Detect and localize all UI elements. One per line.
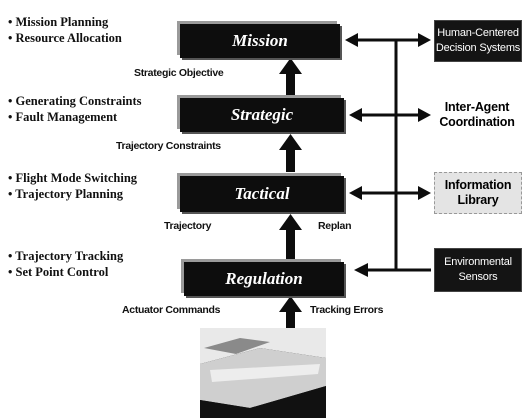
arrow-tactical-to-strategic bbox=[279, 134, 302, 172]
box-line: Human-Centered bbox=[437, 27, 519, 39]
level-box-mission: Mission bbox=[180, 24, 340, 58]
double-arrow-tactical bbox=[349, 186, 431, 200]
bullet-item: • Trajectory Tracking bbox=[8, 249, 124, 263]
arrow-process-to-regulation bbox=[279, 296, 302, 330]
box-line: Sensors bbox=[458, 271, 498, 283]
label-strategic-objective: Strategic Objective bbox=[134, 67, 224, 79]
level-title: Strategic bbox=[230, 105, 294, 124]
regulation-bullets: • Trajectory Tracking • Set Point Contro… bbox=[8, 248, 123, 280]
box-inter-agent-coordination: Inter-Agent Coordination bbox=[434, 96, 520, 134]
strategic-bullets: • Generating Constraints • Fault Managem… bbox=[8, 93, 142, 125]
box-line: Decision Systems bbox=[435, 42, 521, 54]
box-line: Inter-Agent bbox=[444, 100, 510, 114]
arrow-strategic-to-mission bbox=[279, 58, 302, 96]
bullet-item: • Generating Constraints bbox=[8, 94, 142, 108]
arrow-sensors-to-regulation bbox=[354, 263, 431, 277]
box-line: Library bbox=[457, 193, 499, 207]
tactical-bullets: • Flight Mode Switching • Trajectory Pla… bbox=[8, 170, 137, 202]
level-box-regulation: Regulation bbox=[184, 262, 344, 296]
level-box-tactical: Tactical bbox=[180, 176, 344, 212]
vehicle-photo-image bbox=[200, 328, 326, 418]
label-replan: Replan bbox=[318, 220, 352, 232]
bullet-item: • Trajectory Planning bbox=[8, 187, 124, 201]
vehicle-photo bbox=[200, 328, 326, 418]
level-title: Mission bbox=[232, 31, 288, 50]
label-tracking-errors: Tracking Errors bbox=[310, 304, 384, 316]
level-title: Tactical bbox=[234, 184, 290, 203]
double-arrow-mission bbox=[345, 33, 431, 47]
bullet-item: • Set Point Control bbox=[8, 265, 109, 279]
double-arrow-strategic bbox=[349, 108, 431, 122]
mission-bullets: • Mission Planning • Resource Allocation bbox=[8, 14, 122, 46]
level-box-strategic: Strategic bbox=[180, 98, 344, 132]
box-human-centered-decision-systems: Human-Centered Decision Systems bbox=[434, 20, 522, 62]
arrow-regulation-to-tactical bbox=[279, 214, 302, 260]
bullet-item: • Flight Mode Switching bbox=[8, 171, 138, 185]
box-environmental-sensors: Environmental Sensors bbox=[434, 248, 522, 292]
box-line: Environmental bbox=[444, 256, 512, 268]
bullet-item: • Resource Allocation bbox=[8, 31, 122, 45]
box-line: Information bbox=[444, 178, 512, 192]
label-trajectory: Trajectory bbox=[164, 220, 212, 232]
bullet-item: • Fault Management bbox=[8, 110, 118, 124]
box-line: Coordination bbox=[439, 115, 515, 129]
label-trajectory-constraints: Trajectory Constraints bbox=[116, 140, 221, 152]
bullet-item: • Mission Planning bbox=[8, 15, 109, 29]
label-actuator-commands: Actuator Commands bbox=[122, 304, 221, 316]
box-information-library: Information Library bbox=[434, 172, 522, 214]
level-title: Regulation bbox=[225, 269, 303, 288]
